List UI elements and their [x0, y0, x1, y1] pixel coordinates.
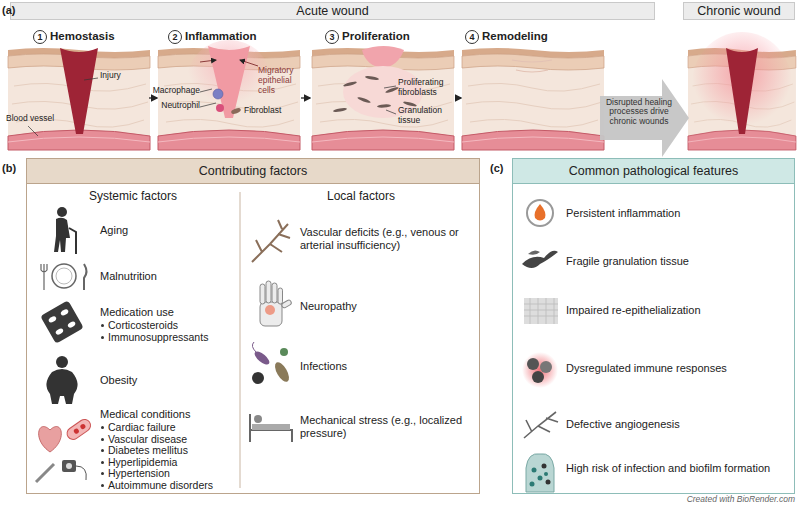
icon-medical-conditions: [36, 417, 93, 482]
text-label: Proliferating fibroblasts: [398, 78, 454, 98]
bullet-dot: [101, 461, 104, 464]
text-label: Mechanical stress (e.g., localized press…: [300, 414, 475, 439]
header-text: Acute wound: [296, 4, 368, 18]
icon-vascular-deficits: [252, 220, 290, 262]
bullet-item: Hypertension: [108, 467, 238, 479]
bullet-item: Cardiac failure: [108, 421, 238, 433]
header-band: Chronic wound: [683, 2, 795, 20]
step-number: 2: [172, 33, 177, 42]
text-label: Injury: [100, 71, 140, 81]
text-label: Malnutrition: [100, 270, 230, 283]
text-label: Fragile granulation tissue: [566, 255, 792, 268]
text-label: Granulation tissue: [398, 106, 454, 126]
text-label: Dysregulated immune responses: [566, 362, 792, 375]
arrow-text: Disrupted healing processes drive chroni…: [603, 98, 675, 126]
icon-immune: [522, 352, 558, 388]
bullet-item: Vascular disease: [108, 433, 238, 445]
bullet-dot: [101, 484, 104, 487]
icon-fragile-granulation: [522, 250, 558, 268]
bullet-item: Hyperlipidemia: [108, 456, 238, 468]
panel-label: Remodeling: [482, 30, 592, 43]
icon-aging: [54, 207, 76, 254]
bullet-dot: [101, 449, 104, 452]
bullet-dot: [101, 324, 104, 327]
bullet-dot: [101, 472, 104, 475]
column-divider: [240, 192, 241, 488]
step-number: 4: [469, 33, 474, 42]
text-label: Defective angiogenesis: [566, 418, 792, 431]
panel-label: Hemostasis: [50, 30, 150, 43]
step-circle: 3: [325, 30, 339, 44]
transition-arrow: Disrupted healing processes drive chroni…: [600, 78, 690, 158]
skin-panel-hemostasis: [8, 48, 150, 150]
skin-panel-chronic: [688, 32, 796, 150]
bullet-item: Corticosteroids: [108, 319, 238, 331]
text-label: Systemic factors: [30, 190, 236, 204]
text-label: High risk of infection and biofilm forma…: [566, 462, 792, 475]
panel-label: (b): [2, 162, 26, 175]
text-label: Persistent inflammation: [566, 207, 792, 220]
step-circle: 4: [465, 30, 479, 44]
bullet-dot: [101, 438, 104, 441]
text-label: Obesity: [100, 374, 230, 387]
text-label: Aging: [100, 224, 230, 237]
step-circle: 2: [168, 30, 182, 44]
header-band: Acute wound: [10, 2, 655, 20]
panel-header: Contributing factors: [27, 159, 479, 184]
text-label: Medication use: [100, 306, 230, 319]
panel-label: (a): [2, 4, 32, 17]
icon-neuropathy: [260, 281, 292, 326]
text-label: Migratory epithelial cells: [258, 66, 308, 95]
text-label: Vascular deficits (e.g., venous or arter…: [300, 226, 475, 251]
skin-panel-proliferation: [312, 46, 454, 150]
panel-label: Inflammation: [185, 30, 295, 43]
step-number: 1: [37, 33, 42, 42]
step-number: 3: [329, 33, 334, 42]
text-label: Local factors: [246, 190, 476, 204]
bullet-dot: [101, 426, 104, 429]
text-label: Impaired re-epithelialization: [566, 304, 792, 317]
bullet-item: Immunosuppressants: [108, 331, 238, 343]
bullet-dot: [101, 336, 104, 339]
icon-re-epithelialization: [524, 298, 558, 324]
text-label: Macrophage: [146, 86, 200, 96]
icon-biofilm: [526, 454, 554, 492]
stage-arrows: [149, 97, 461, 98]
text-label: Blood vessel: [6, 114, 56, 124]
panel-box: Contributing factors: [26, 158, 480, 494]
arrow-body: [600, 79, 689, 157]
panel-header: Common pathological features: [513, 159, 794, 184]
icon-persistent-inflammation: [527, 200, 553, 226]
panel-label: (c): [490, 162, 514, 175]
text-label: Fibroblast: [244, 106, 294, 116]
bullet-item: Diabetes mellitus: [108, 444, 238, 456]
panel-label: Proliferation: [342, 30, 452, 43]
text-label: Medical conditions: [100, 408, 230, 421]
text-label: Infections: [300, 360, 475, 373]
icon-obesity: [46, 356, 77, 404]
skin-panel-remodeling: [462, 48, 604, 150]
header-text: Chronic wound: [697, 4, 780, 18]
step-circle: 1: [33, 30, 47, 44]
icon-angiogenesis: [524, 412, 558, 438]
icon-infections: [252, 342, 292, 384]
watermark: Created with BioRender.com: [640, 495, 795, 505]
icon-medication: [40, 300, 84, 344]
icon-malnutrition: [41, 264, 87, 290]
icon-mechanical-stress: [250, 414, 292, 442]
text-label: Neutrophil: [146, 101, 200, 111]
bullet-item: Autoimmune disorders: [108, 479, 238, 491]
text-label: Neuropathy: [300, 300, 475, 313]
